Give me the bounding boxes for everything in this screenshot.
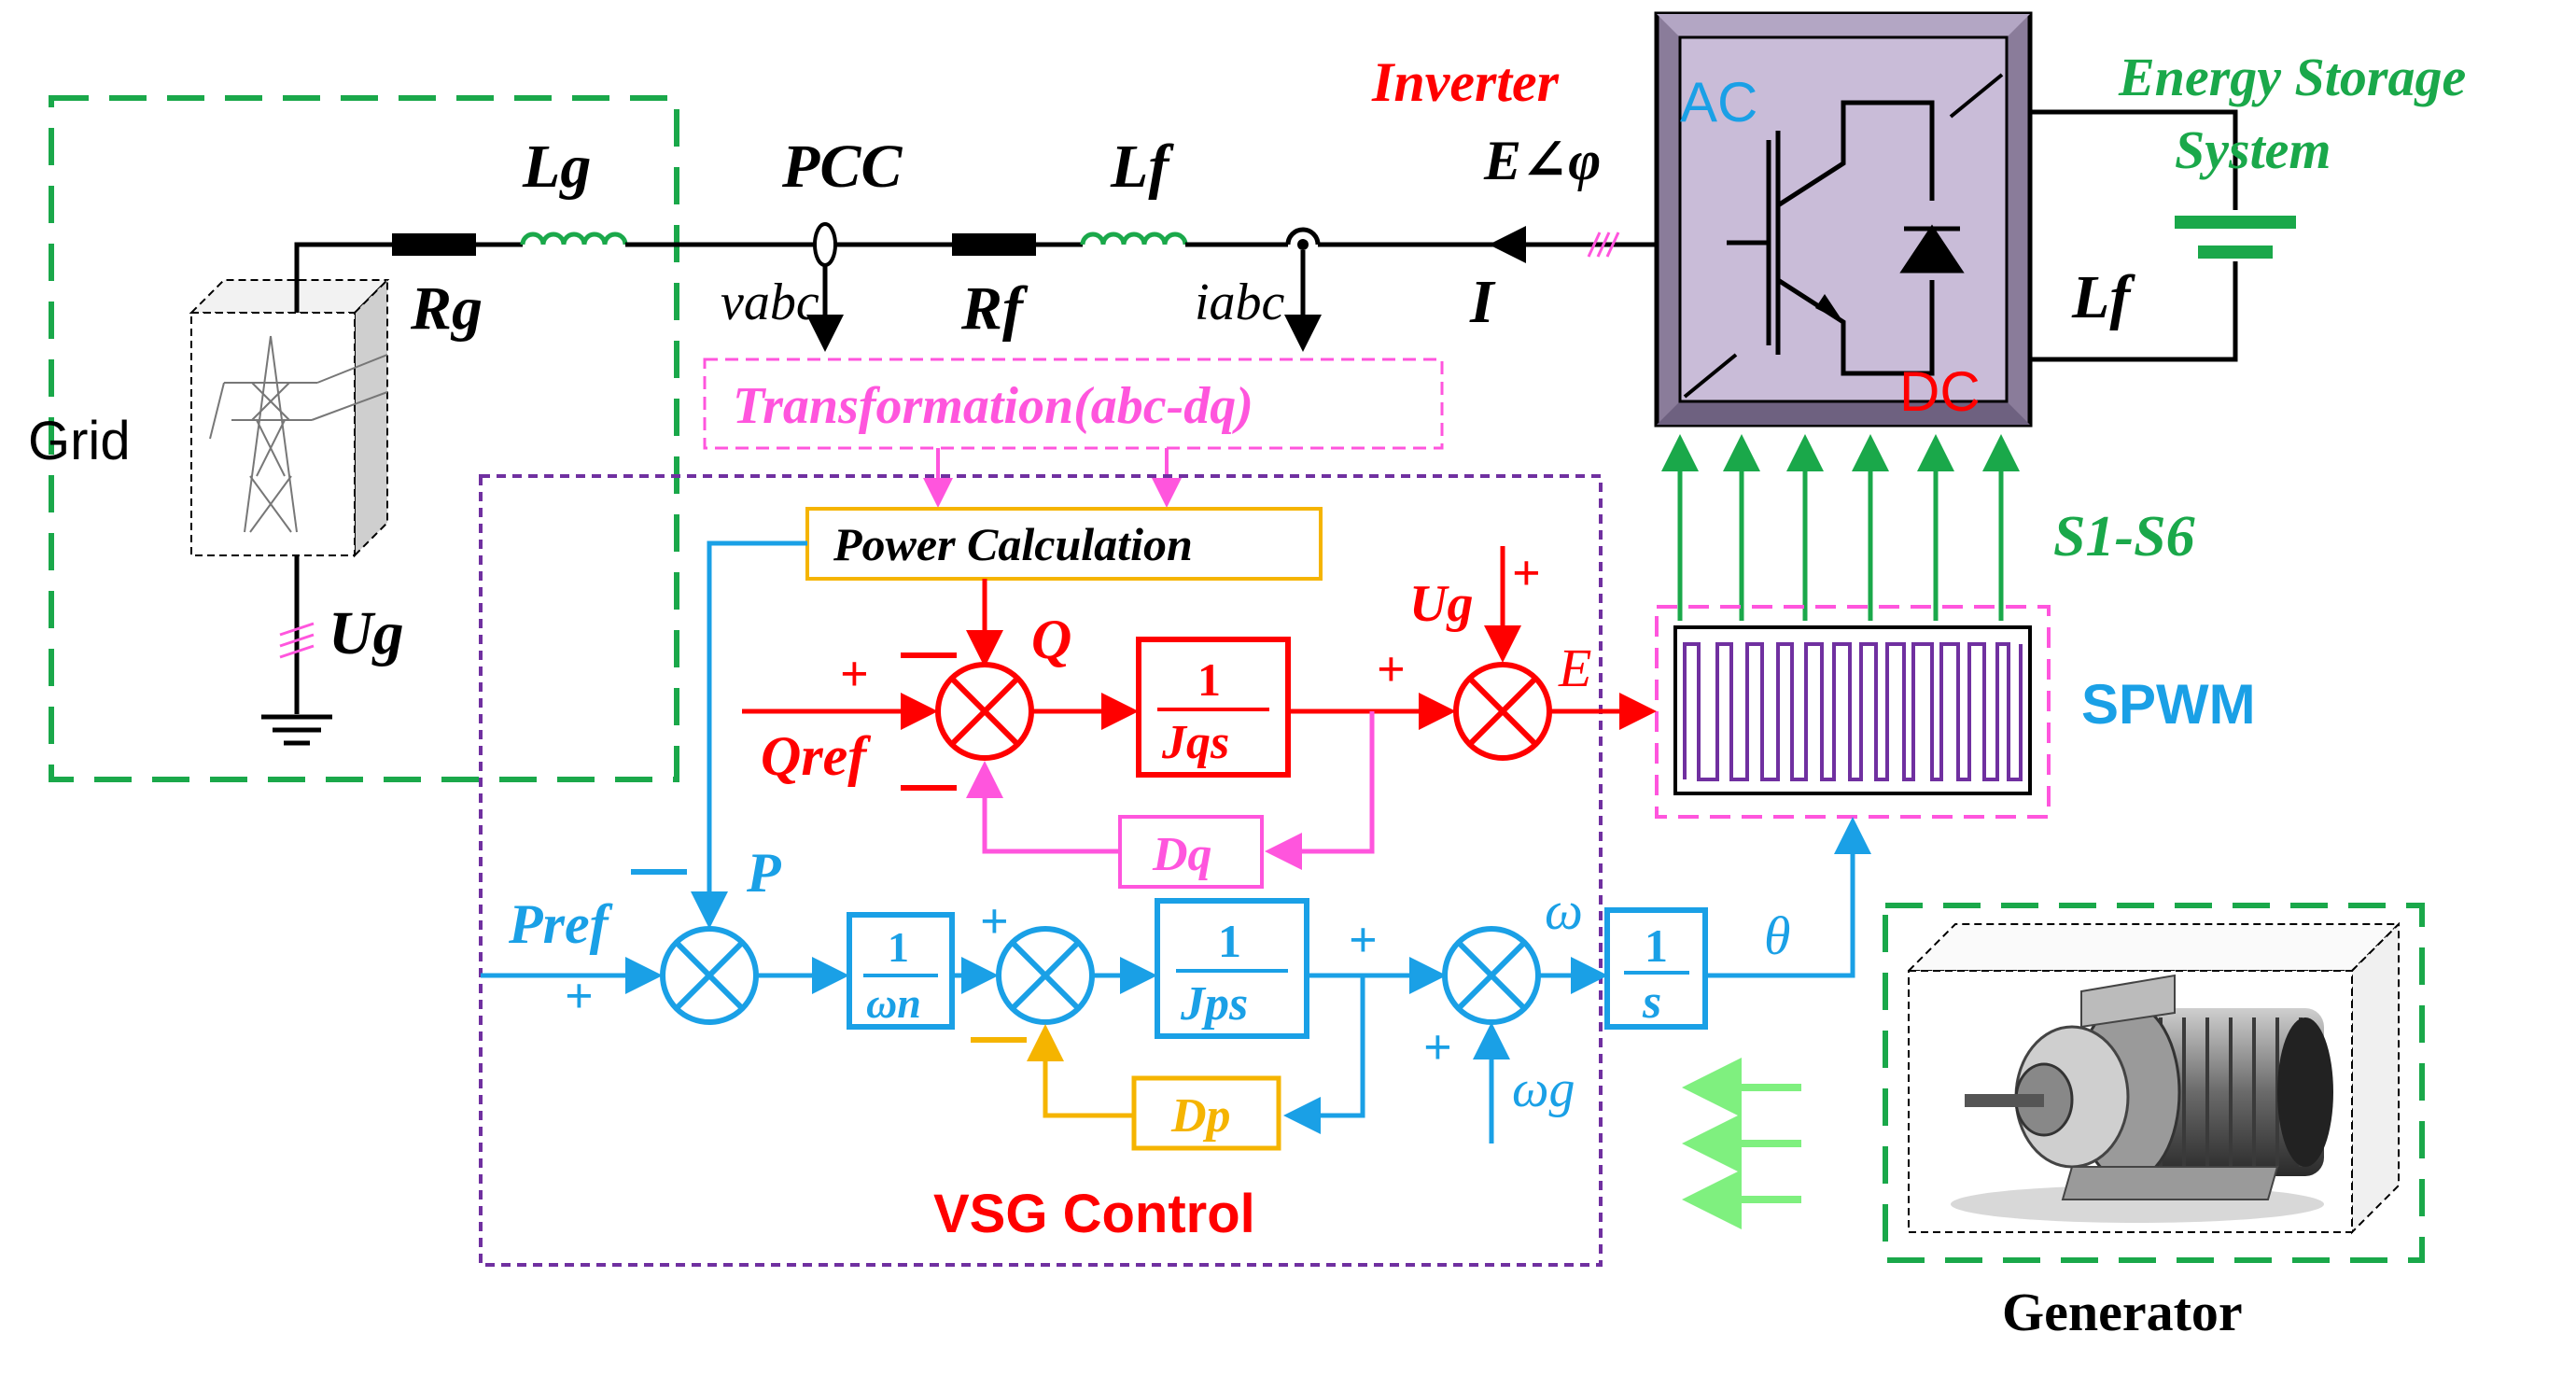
omega-summing-junction [1442,926,1541,1025]
dp-feedback-path [1283,975,1365,1134]
jp-numerator: 1 [1218,915,1241,967]
omega-g-plus: + [1423,1019,1452,1075]
spwm-waveform [1683,642,2023,781]
q-minus: — [901,620,957,682]
dp-to-sum-path [1027,1024,1134,1118]
rg-label: Rg [410,274,483,343]
theta-label: θ [1764,905,1791,966]
iabc-label: iabc [1195,274,1285,331]
jq-integrator-block [1136,637,1291,778]
power-calculation-block [805,507,1323,581]
dc-bus-bottom [2030,261,2238,362]
current-label: I [1469,268,1496,336]
q-summing-junction [935,662,1034,761]
s1-s6-label: S1-S6 [2053,505,2195,568]
grid-feeder [294,242,392,313]
rg-resistor [392,233,476,256]
omega-label: ω [1545,880,1583,941]
jq-numerator: 1 [1197,653,1221,706]
dq-to-sum-path [966,761,1120,854]
sum3-plus: + [1349,912,1378,968]
e-label: E [1558,638,1591,698]
iabc-sensor [1285,227,1321,246]
transformation-label: Transformation(abc-dq) [733,377,1253,435]
transmission-tower-icon [189,277,390,558]
spwm-label: SPWM [2081,673,2256,736]
p-feedback-path [691,540,807,929]
lg-inductor [520,232,628,246]
lf-line-label: Lf [1110,133,1174,201]
vsg-control-label: VSG Control [933,1184,1255,1244]
s-denominator: s [1642,975,1661,1029]
rf-resistor [952,233,1036,256]
jq-denominator: Jqs [1161,716,1229,769]
rf-label: Rf [960,274,1029,343]
power-calculation-label: Power Calculation [833,518,1193,570]
power-flow-arrows [1682,1058,1801,1229]
ground-icon [261,714,332,746]
generator-label: Generator [2002,1282,2243,1342]
dq-feedback-path [1265,711,1375,870]
spwm-block [1673,625,2032,795]
gate-signal-arrows [1661,434,2020,621]
ac-label: AC [1680,71,1757,133]
s-integrator-block [1604,907,1708,1030]
theta-output-path [1705,817,1871,978]
qref-label: Qref [761,725,871,787]
generator-boundary [1883,903,2425,1263]
dp-label: Dp [1170,1089,1231,1143]
vabc-label: vabc [721,274,819,331]
pcc-sensor [813,222,837,267]
ug-grid-label: Ug [329,599,404,667]
grid-boundary [49,95,679,782]
grid-label: Grid [28,411,131,471]
jp-integrator-block [1155,898,1309,1039]
qref-plus: + [840,646,869,702]
dq-label: Dq [1152,828,1212,881]
three-phase-mark [1587,232,1620,258]
dq-minus: — [901,752,957,815]
igbt-emitter-arrow [1815,294,1843,322]
mid-plus: + [980,893,1009,949]
q-label: Q [1031,609,1071,670]
omega-n-gain-block [847,912,955,1030]
lf-dc-label: Lf [2071,263,2135,331]
omega-g-label: ωg [1512,1060,1575,1118]
lf-inductor [1080,232,1188,246]
dc-bus-top [2030,109,2238,210]
ess-label-line1: Energy Storage [2118,47,2466,107]
omega-n-numerator: 1 [888,923,909,971]
e-angle-label: E∠φ [1483,130,1601,191]
transformation-block [703,358,1444,450]
jp-denominator: Jps [1180,977,1248,1031]
p-summing-junction [660,926,759,1025]
dq-damping-block [1118,815,1264,889]
s-numerator: 1 [1645,919,1668,972]
ess-label-line2: System [2175,119,2331,180]
e-summing-junction [1453,662,1552,761]
pcc-label: PCC [781,133,903,201]
out-plus: + [1377,641,1406,697]
lg-label: Lg [522,133,591,201]
inverter-label: Inverter [1371,51,1560,113]
source-phase-mark [279,622,315,659]
omega-n-denominator: ωn [866,979,921,1027]
ug-control-label: Ug [1409,575,1473,633]
vsg-control-boundary [479,474,1603,1267]
p-label: P [746,842,782,904]
p-minus: — [631,836,687,899]
ug-plus: + [1512,545,1541,601]
electric-motor-icon [1906,921,2401,1235]
pref-label: Pref [508,893,613,955]
dp-minus: — [971,1004,1027,1067]
pref-plus: + [565,968,594,1024]
battery-icon [2175,216,2296,259]
dc-label: DC [1899,360,1981,423]
